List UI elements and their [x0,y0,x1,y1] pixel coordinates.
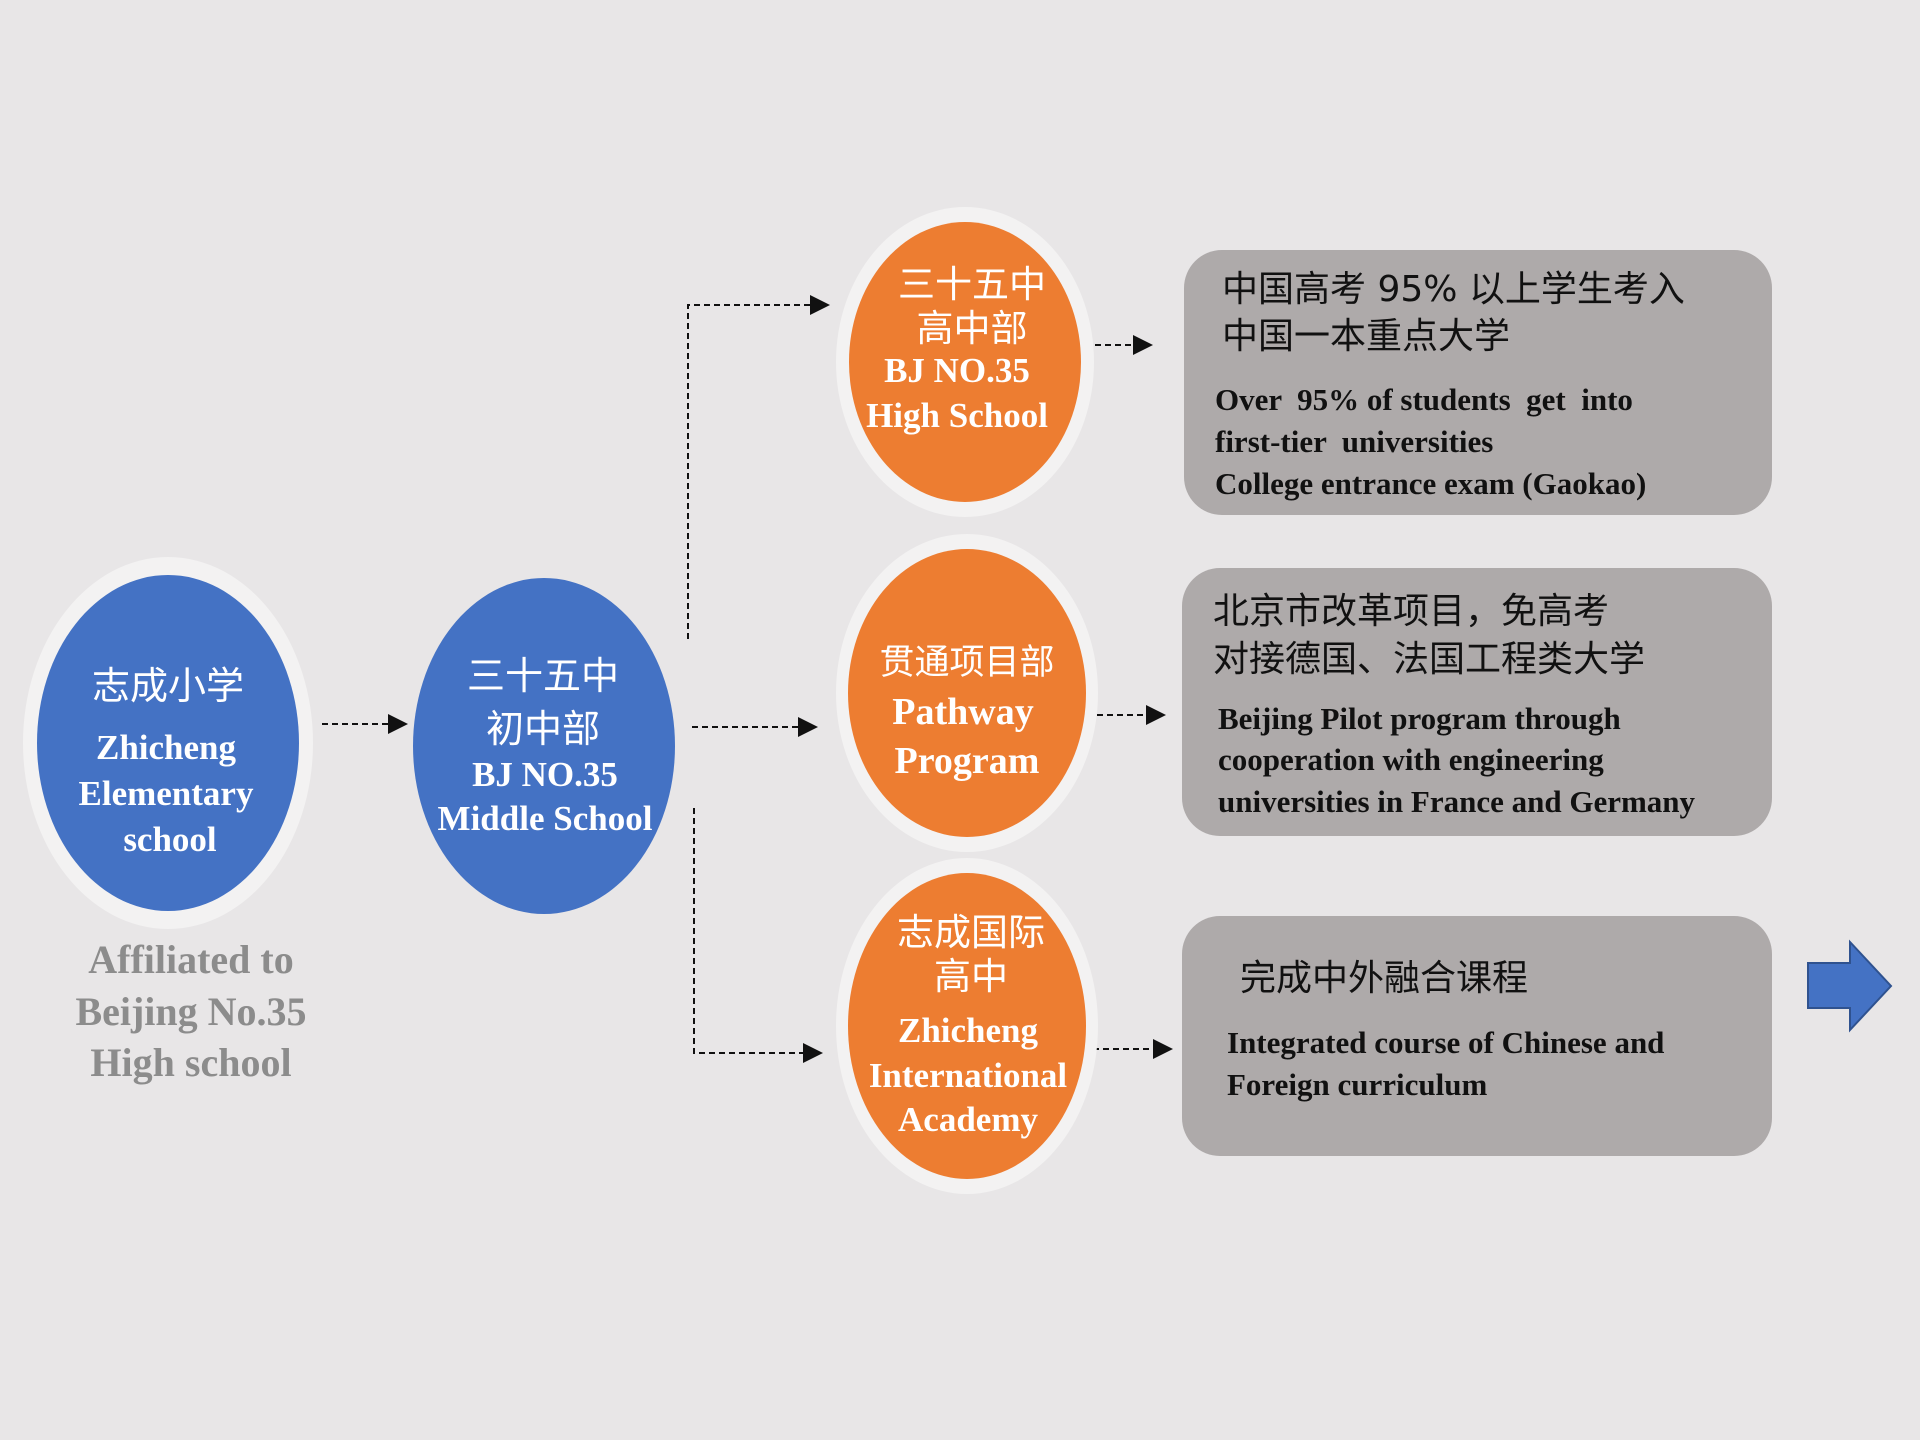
svg-text:Program: Program [895,740,1040,782]
svg-text:BJ NO.35: BJ NO.35 [884,351,1030,390]
svg-text:Integrated course of Chinese a: Integrated course of Chinese and [1227,1025,1664,1060]
outcome-box-gaokao: 中国高考 95% 以上学生考入 中国一本重点大学 Over 95% of stu… [1184,250,1772,515]
svg-text:first-tier universities: first-tier universities [1215,424,1493,459]
outcome-box-integrated: 完成中外融合课程 Integrated course of Chinese an… [1182,916,1772,1156]
svg-text:school: school [123,820,217,859]
svg-text:Beijing Pilot program through: Beijing Pilot program through [1218,701,1621,736]
svg-text:北京市改革项目，免高考: 北京市改革项目，免高考 [1213,591,1609,632]
svg-text:初中部: 初中部 [486,707,600,751]
svg-text:cooperation with engineering: cooperation with engineering [1218,742,1604,777]
outcome-box-pilot: 北京市改革项目，免高考 对接德国、法国工程类大学 Beijing Pilot p… [1182,568,1772,836]
arrow-middle-to-high [687,295,830,639]
svg-text:BJ NO.35: BJ NO.35 [472,755,618,794]
svg-text:三十五中: 三十五中 [467,654,619,698]
svg-text:Over 95% of students get in: Over 95% of students get into [1215,382,1633,417]
node-middle-school: 三十五中 初中部 BJ NO.35 Middle School [413,578,675,914]
svg-text:College entrance exam (Gaokao): College entrance exam (Gaokao) [1215,466,1646,501]
svg-text:International: International [869,1056,1068,1095]
svg-text:Academy: Academy [898,1100,1038,1139]
svg-text:高中: 高中 [934,955,1008,998]
right-arrow-icon[interactable] [1807,939,1893,1033]
svg-text:High School: High School [866,396,1048,435]
svg-text:贯通项目部: 贯通项目部 [879,643,1054,683]
svg-text:Middle School: Middle School [438,799,653,838]
node-elementary: 志成小学 Zhicheng Elementary school [23,557,313,929]
svg-text:Foreign curriculum: Foreign curriculum [1227,1067,1487,1102]
node-pathway-program: 贯通项目部 Pathway Program [836,534,1098,852]
svg-text:Affiliated to: Affiliated to [88,937,294,982]
svg-text:universities in France and Ger: universities in France and Germany [1218,784,1696,819]
affiliation-note: Affiliated to Beijing No.35 High school [75,937,306,1085]
svg-text:完成中外融合课程: 完成中外融合课程 [1240,958,1528,999]
svg-text:Pathway: Pathway [892,691,1033,733]
svg-text:对接德国、法国工程类大学: 对接德国、法国工程类大学 [1213,639,1645,680]
svg-text:三十五中: 三十五中 [898,263,1046,306]
arrow-middle-to-intl [693,808,823,1063]
node-high-school: 三十五中 高中部 BJ NO.35 High School [836,207,1094,517]
svg-text:High school: High school [90,1040,291,1085]
svg-text:Zhicheng: Zhicheng [898,1011,1039,1050]
svg-text:志成小学: 志成小学 [92,664,244,708]
svg-text:中国高考 95% 以上学生考入: 中国高考 95% 以上学生考入 [1222,269,1685,310]
svg-text:Zhicheng: Zhicheng [96,728,237,767]
svg-text:Beijing No.35: Beijing No.35 [75,989,306,1034]
svg-text:高中部: 高中部 [917,307,1028,350]
svg-text:志成国际: 志成国际 [897,911,1045,954]
svg-text:Elementary: Elementary [79,774,254,813]
svg-text:中国一本重点大学: 中国一本重点大学 [1222,316,1510,357]
node-international-academy: 志成国际 高中 Zhicheng International Academy [836,858,1098,1194]
